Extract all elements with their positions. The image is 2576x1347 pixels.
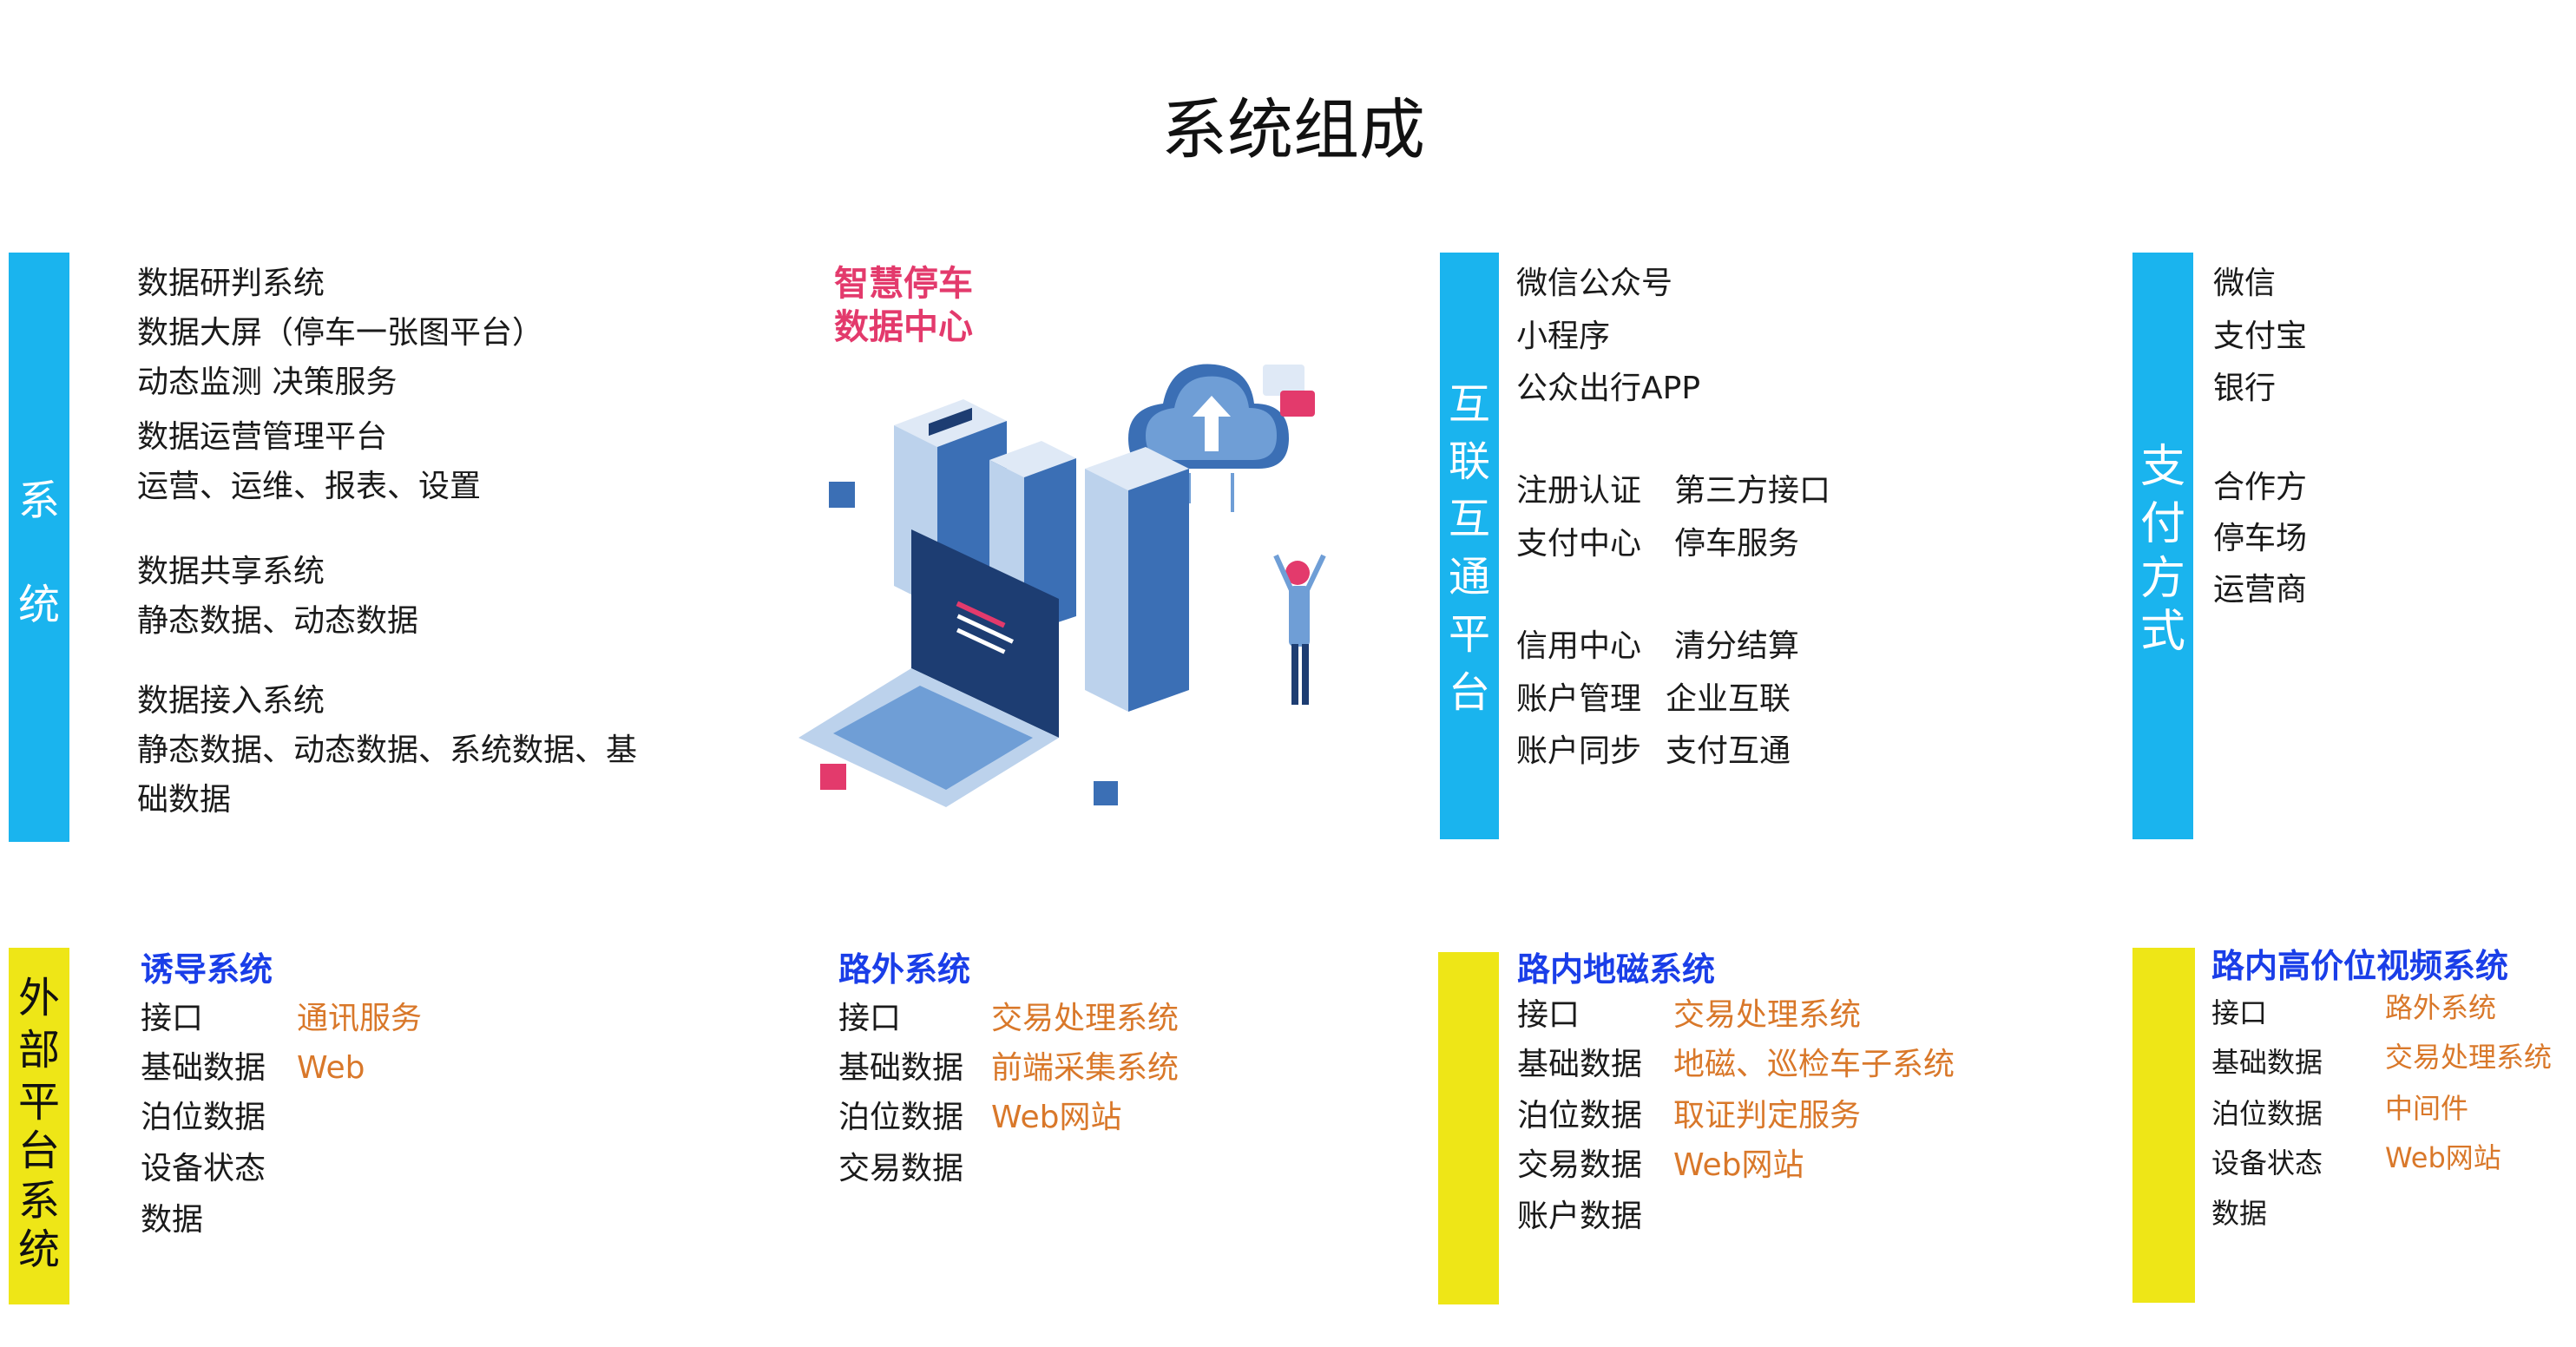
system-line: 运营、运维、报表、设置 (137, 469, 482, 504)
person-icon (1273, 554, 1326, 705)
interconnect-item: 公众出行APP (1516, 371, 1701, 406)
section-item: 基础数据 (2211, 1046, 2323, 1079)
section-item: 泊位数据 (141, 1100, 266, 1135)
payment-label-char: 支 (2139, 441, 2185, 493)
system-line: 数据接入系统 (137, 683, 325, 719)
interconnect-item: 第三方接口 (1674, 473, 1831, 509)
system-label-char: 统 (17, 581, 60, 629)
section-item: 接口 (2211, 996, 2268, 1029)
video-system-title: 路内高价位视频系统 (2211, 947, 2509, 985)
section-item: 接口 (838, 1001, 902, 1036)
interconnect-item: 注册认证 (1516, 473, 1642, 509)
payment-item: 支付宝 (2213, 319, 2308, 354)
interconnect-label-char: 互 (1448, 495, 1490, 543)
external-label-char: 平 (17, 1078, 60, 1127)
payment-label-char: 方 (2139, 553, 2185, 605)
page-title: 系统组成 (1161, 91, 1425, 168)
section-item: 基础数据 (141, 1050, 266, 1086)
system-line: 础数据 (137, 782, 232, 818)
interconnect-item: 信用中心 (1516, 628, 1642, 664)
section-item: 数据 (141, 1202, 204, 1238)
section-value: 通讯服务 (297, 1001, 423, 1036)
section-value: Web网站 (1673, 1147, 1804, 1183)
external-bar-3 (2132, 948, 2195, 1303)
section-item: 交易数据 (838, 1151, 964, 1186)
laptop-icon (798, 529, 1059, 807)
interconnect-label-bar: 互 联 互 通 平 台 (1440, 253, 1499, 839)
section-item: 接口 (1517, 997, 1580, 1033)
payment-label-bar: 支 付 方 式 (2132, 253, 2193, 839)
section-value: 中间件 (2385, 1092, 2469, 1125)
off-road-system-title: 路外系统 (838, 950, 971, 989)
section-value: 交易处理系统 (1673, 997, 1862, 1033)
payment-item: 运营商 (2213, 572, 2308, 608)
system-line: 数据研判系统 (137, 266, 325, 301)
interconnect-item: 企业互联 (1666, 681, 1791, 717)
external-bar-2 (1438, 952, 1499, 1304)
system-line: 数据运营管理平台 (137, 419, 388, 455)
center-title-line1: 智慧停车 (834, 264, 973, 304)
interconnect-item: 支付互通 (1666, 733, 1791, 769)
section-item: 账户数据 (1517, 1199, 1643, 1234)
interconnect-label-char: 通 (1448, 553, 1490, 601)
interconnect-item: 清分结算 (1674, 628, 1800, 664)
system-line: 静态数据、动态数据、系统数据、基 (137, 733, 638, 768)
section-value: Web网站 (991, 1100, 1122, 1135)
system-label-char: 系 (17, 476, 60, 525)
section-item: 接口 (141, 1001, 204, 1036)
system-line: 数据共享系统 (137, 554, 325, 589)
interconnect-item: 小程序 (1516, 319, 1611, 354)
section-value: 交易处理系统 (2385, 1041, 2553, 1074)
external-label-char: 部 (17, 1026, 60, 1074)
external-label-char: 外 (17, 974, 60, 1022)
external-label-char: 统 (17, 1225, 60, 1274)
payment-item: 微信 (2213, 266, 2277, 301)
external-label-char: 系 (17, 1177, 60, 1225)
section-value: 前端采集系统 (991, 1050, 1180, 1086)
section-value: 地磁、巡检车子系统 (1673, 1047, 1955, 1082)
section-item: 交易数据 (1517, 1147, 1643, 1183)
interconnect-item: 停车服务 (1674, 526, 1800, 562)
guidance-system-title: 诱导系统 (141, 950, 273, 989)
section-item: 泊位数据 (1517, 1098, 1643, 1133)
section-item: 基础数据 (1517, 1047, 1643, 1082)
payment-item: 银行 (2213, 371, 2277, 406)
center-title-line2: 数据中心 (834, 307, 973, 347)
cloud-icon (1128, 364, 1315, 512)
system-line: 数据大屏（停车一张图平台） (137, 315, 544, 351)
server-laptop-cloud-illustration (798, 364, 1326, 807)
section-value: Web (297, 1050, 365, 1086)
section-item: 设备状态 (141, 1151, 266, 1186)
section-item: 数据 (2211, 1197, 2268, 1230)
geomagnetic-system-title: 路内地磁系统 (1517, 950, 1716, 989)
system-line: 动态监测 决策服务 (137, 365, 398, 400)
external-label-bar: 外 部 平 台 系 统 (9, 948, 69, 1304)
cube-icon (829, 482, 855, 508)
payment-label-char: 式 (2139, 606, 2185, 658)
section-item: 泊位数据 (838, 1100, 964, 1135)
section-value: 路外系统 (2385, 991, 2497, 1024)
interconnect-label-char: 平 (1448, 610, 1490, 659)
interconnect-item: 支付中心 (1516, 526, 1642, 562)
cube-icon (1094, 781, 1118, 805)
interconnect-item: 账户管理 (1516, 681, 1642, 717)
section-value: 交易处理系统 (991, 1001, 1180, 1036)
cube-icon (820, 764, 846, 790)
payment-item: 停车场 (2213, 521, 2308, 556)
interconnect-label-char: 台 (1448, 668, 1490, 717)
interconnect-item: 账户同步 (1516, 733, 1642, 769)
interconnect-label-char: 联 (1448, 437, 1490, 486)
system-label-bar: 系 统 (9, 253, 69, 842)
section-item: 设备状态 (2211, 1147, 2323, 1179)
section-item: 基础数据 (838, 1050, 964, 1086)
interconnect-item: 微信公众号 (1516, 266, 1673, 301)
interconnect-label-char: 互 (1448, 380, 1490, 429)
section-value: 取证判定服务 (1673, 1098, 1862, 1133)
section-value: Web网站 (2385, 1141, 2501, 1174)
section-item: 泊位数据 (2211, 1097, 2323, 1130)
external-label-char: 台 (17, 1127, 60, 1175)
payment-label-char: 付 (2139, 498, 2185, 550)
payment-item: 合作方 (2213, 470, 2308, 505)
system-line: 静态数据、动态数据 (137, 603, 419, 639)
